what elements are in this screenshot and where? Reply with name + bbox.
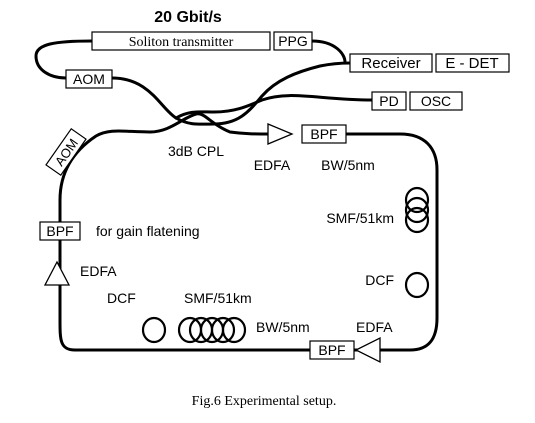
bpf-bottom-label: BPF — [318, 342, 345, 358]
edfa-top-label: EDFA — [254, 157, 291, 173]
receiver-box — [349, 53, 433, 73]
bpf-bottom-box — [309, 340, 355, 360]
aom-top-box — [65, 69, 113, 89]
edfa-left-label: EDFA — [80, 263, 117, 279]
edfa-bottom-label: EDFA — [356, 319, 393, 335]
ppg-label: PPG — [278, 33, 308, 49]
gain-flattening-label: for gain flatening — [96, 223, 200, 239]
bpf-top-box — [301, 124, 347, 144]
receiver-label: Receiver — [361, 55, 420, 72]
bpf-left-box — [39, 221, 81, 241]
aom-loop-box — [45, 127, 87, 177]
fiber-coupler-to-receiver — [212, 61, 352, 126]
smf-right-label: SMF/51km — [326, 210, 394, 226]
smf-bottom-label: SMF/51km — [184, 290, 252, 306]
edfa-bottom-amplifier — [354, 336, 381, 364]
e-det-label: E - DET — [445, 55, 498, 72]
fiber-aom-to-coupler — [110, 76, 216, 126]
e-det-box — [435, 53, 510, 73]
edfa-top-amplifier — [267, 123, 294, 145]
pd-box — [371, 91, 407, 111]
coil-dcf-right — [404, 271, 430, 299]
coil-smf-bottom — [177, 316, 247, 344]
soliton-transmitter-label: Soliton transmitter — [129, 35, 234, 50]
dcf-right-label: DCF — [365, 272, 394, 288]
edfa-left-amplifier — [43, 260, 71, 286]
fiber-ppg-out — [310, 39, 347, 64]
fiber-main-loop — [58, 129, 439, 352]
bw-top-label: BW/5nm — [321, 157, 375, 173]
osc-box — [409, 91, 463, 111]
bw-bottom-label: BW/5nm — [256, 319, 310, 335]
figure-caption: Fig.6 Experimental setup. — [192, 394, 337, 409]
fiber-coupler-to-pd — [212, 94, 374, 114]
fiber-paths — [34, 39, 439, 352]
coil-dcf-bottom — [141, 316, 167, 344]
dcf-bottom-label: DCF — [107, 290, 136, 306]
fiber-transmitter-to-aom — [34, 39, 94, 80]
bitrate-label: 20 Gbit/s — [154, 9, 222, 26]
bpf-left-label: BPF — [46, 223, 73, 239]
fiber-coupler-to-loop — [148, 112, 272, 136]
coupler-label: 3dB CPL — [168, 143, 224, 159]
aom-top-label: AOM — [73, 71, 105, 87]
bpf-top-label: BPF — [310, 126, 337, 142]
ppg-box — [273, 31, 313, 51]
osc-label: OSC — [421, 93, 451, 109]
fiber-coupler-lower-left — [174, 110, 216, 120]
pd-label: PD — [379, 93, 398, 109]
coil-smf-right — [404, 186, 430, 234]
soliton-transmitter-box — [91, 31, 271, 51]
